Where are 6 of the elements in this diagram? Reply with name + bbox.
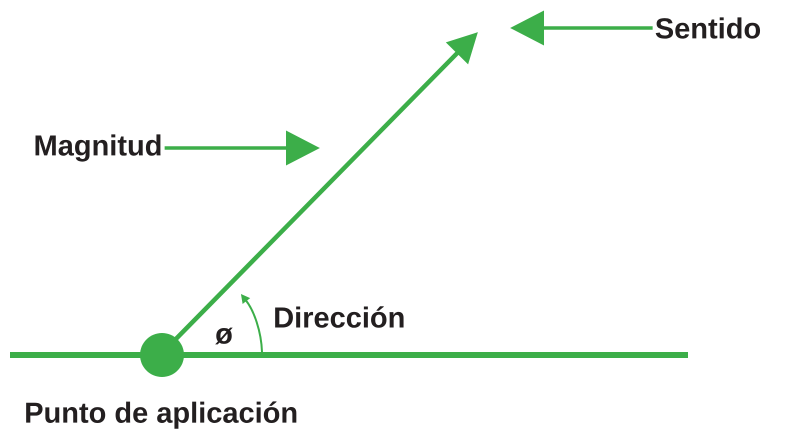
application-point: [140, 333, 184, 377]
angle-symbol: ø: [215, 328, 233, 344]
label-text: Dirección: [275, 306, 404, 328]
label-text: Magnitud: [36, 134, 161, 162]
label-text: Sentido: [656, 17, 760, 39]
label-text: Punto de aplicación: [26, 401, 296, 429]
